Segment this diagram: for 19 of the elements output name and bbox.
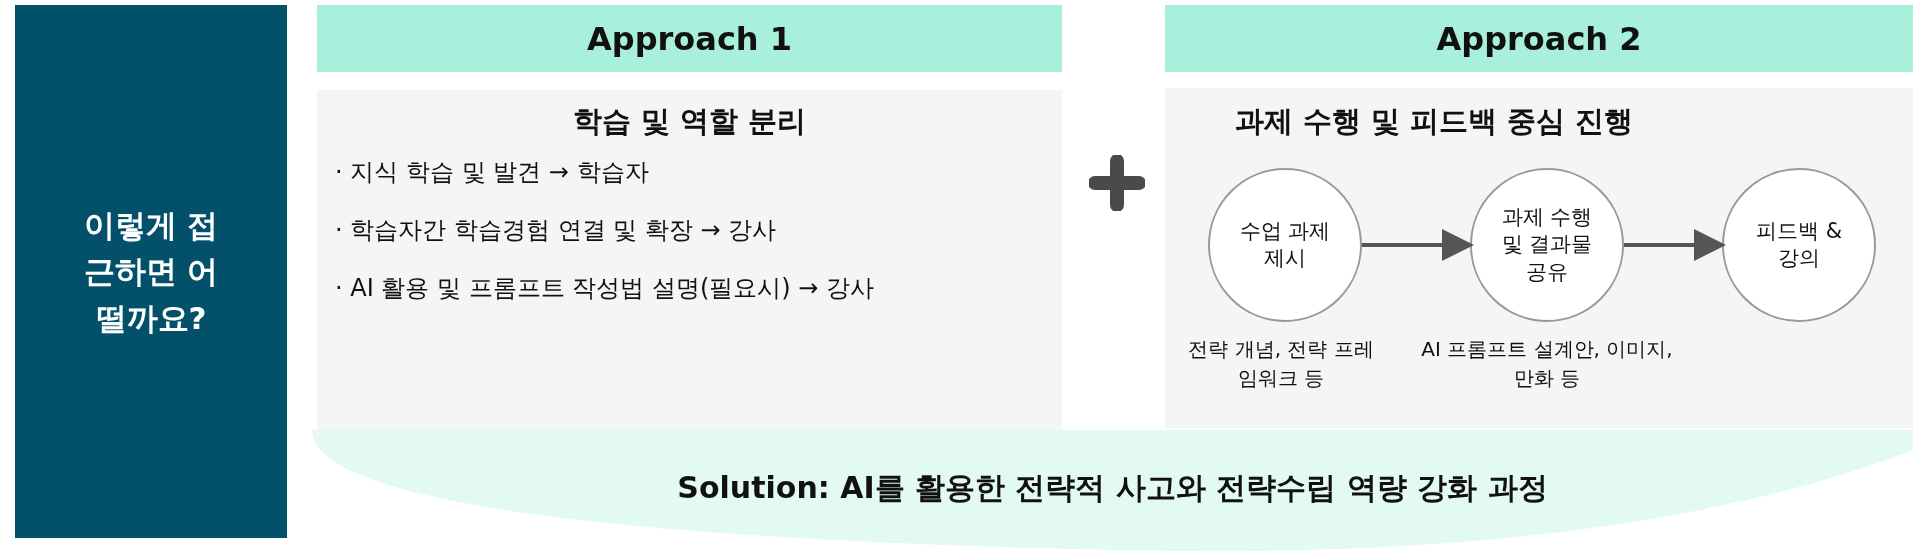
banner-text: Solution: AI를 활용한 전략적 사고와 전략수립 역량 강화 과정 xyxy=(676,469,1549,507)
step-note: AI 프롬프트 설계안, 이미지, 만화 등 xyxy=(1420,336,1674,392)
panel-heading: 학습 및 역할 분리 xyxy=(571,103,808,140)
header-band: Approach 2 xyxy=(1165,5,1913,72)
arrow xyxy=(1362,229,1474,261)
solution-banner xyxy=(312,430,1913,552)
arrow xyxy=(1624,229,1726,261)
bullet-item: · AI 활용 및 프롬프트 작성법 설명(필요시) → 강사 xyxy=(335,273,874,304)
step-note: 전략 개념, 전략 프레임워크 등 xyxy=(1187,336,1375,392)
panel-heading: 과제 수행 및 피드백 중심 진행 xyxy=(1235,103,1634,140)
content-panel xyxy=(1165,88,1913,428)
question-box: 이렇게 접근하면 어떨까요? xyxy=(15,5,287,538)
step-circle: 피드백 & 강의 xyxy=(1722,168,1876,322)
bullet-item: · 학습자간 학습경험 연결 및 확장 → 강사 xyxy=(335,215,777,246)
bullet-item: · 지식 학습 및 발견 → 학습자 xyxy=(335,157,649,188)
header-band: Approach 1 xyxy=(317,5,1062,72)
step-circle: 과제 수행 및 결과물 공유 xyxy=(1470,168,1624,322)
content-panel xyxy=(317,90,1062,430)
step-circle: 수업 과제 제시 xyxy=(1208,168,1362,322)
